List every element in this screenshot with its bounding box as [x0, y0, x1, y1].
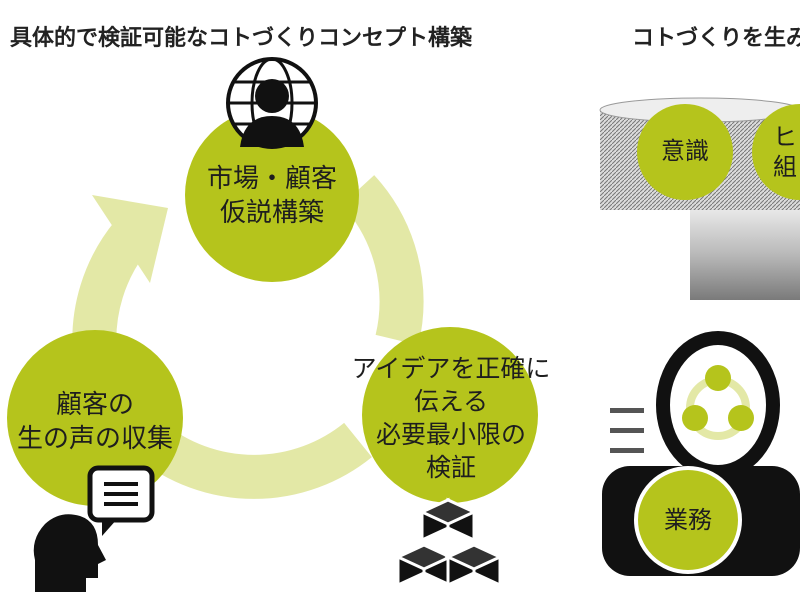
- right-circle-partial-label: ヒ 組: [770, 122, 800, 182]
- node-label-line: 検証: [425, 453, 476, 482]
- globe-person-icon: [226, 57, 318, 149]
- cycle-arrow-segment-bottom: [136, 422, 372, 499]
- node-label-line: ヒ: [773, 123, 797, 151]
- right-circle-partial: [752, 104, 800, 200]
- node-label-line: 伝える: [413, 387, 489, 416]
- node-label-line: 顧客の: [55, 390, 134, 420]
- chat-bubble-icon: [87, 465, 155, 536]
- node-customer-voice: [7, 330, 183, 506]
- cycle-arrow: [72, 175, 424, 499]
- node-label-line: 組: [773, 153, 797, 181]
- right-circle-business: [634, 466, 742, 574]
- speaking-head-icon: [33, 514, 106, 592]
- cycle-arrow-head: [92, 195, 168, 283]
- node-label-line: 仮説構築: [219, 198, 324, 228]
- cubes-icon: [394, 497, 504, 588]
- node-label-line: 市場・顧客: [206, 164, 337, 194]
- cycle-arrow-segment-right: [341, 175, 424, 346]
- right-circle-business-label: 業務: [664, 506, 712, 534]
- node-label-line: 必要最小限の: [375, 420, 526, 449]
- right-section-title: コトづくりを生み: [632, 26, 800, 51]
- node-customer-voice-label: 顧客の 生の声の収集: [10, 388, 180, 456]
- node-market-hypothesis-label: 市場・顧客 仮説構築: [190, 162, 354, 230]
- hamburger-lines-icon: [610, 408, 644, 453]
- node-label-line: 生の声の収集: [16, 424, 173, 454]
- page-title: 具体的で検証可能なコトづくりコンセプト構築: [10, 26, 473, 51]
- business-block: [602, 466, 800, 576]
- right-circle-awareness: [637, 104, 733, 200]
- right-circle-awareness-label: 意識: [661, 137, 709, 165]
- right-funnel: [599, 97, 800, 300]
- node-minimum-validation: [362, 327, 538, 503]
- node-market-hypothesis: [185, 108, 359, 282]
- node-label-line: アイデアを正確に: [351, 354, 551, 383]
- egg-mini-diagram: [656, 331, 780, 479]
- node-minimum-validation-label: アイデアを正確に 伝える 必要最小限の 検証: [346, 352, 556, 484]
